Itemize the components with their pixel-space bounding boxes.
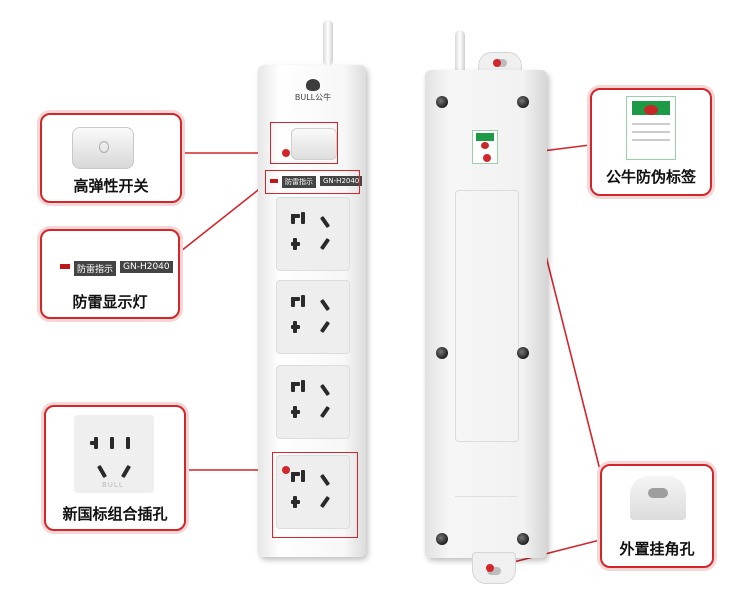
switch-highlight (270, 122, 338, 164)
lamp-model: GN-H2040 (120, 261, 173, 273)
socket-pin (319, 237, 331, 251)
power-symbol-icon (99, 141, 109, 153)
label-antifake: 公牛防伪标签 (605, 168, 696, 186)
hang-hook-closeup (630, 476, 686, 520)
antifake-bull-icon (644, 105, 658, 115)
socket-pin (291, 472, 295, 482)
callout-hang: 外置挂角孔 (600, 464, 714, 568)
antifake-closeup (626, 96, 676, 160)
socket-closeup: BULL (74, 415, 154, 493)
socket-pin (301, 295, 305, 307)
socket-pin (319, 298, 331, 312)
switch-dot (282, 149, 290, 157)
socket-pin (301, 470, 305, 482)
line-lamp (175, 182, 268, 256)
label-lamp: 防雷显示灯 (72, 293, 148, 311)
bull-icon (306, 79, 320, 91)
callout-lamp: 防雷指示 GN-H2040 防雷显示灯 (40, 229, 180, 319)
label-switch: 高弹性开关 (73, 177, 149, 195)
socket-highlight (272, 452, 358, 538)
screw-icon (517, 96, 529, 108)
socket-pin (291, 472, 300, 476)
hang-dot-bottom (486, 564, 494, 572)
outlet-socket[interactable] (276, 280, 350, 354)
socket-pin (301, 380, 305, 392)
sticker-bull-icon (481, 142, 489, 149)
screw-icon (436, 96, 448, 108)
hang-dot-top (493, 59, 501, 67)
socket-pin (291, 214, 295, 224)
socket-pin (319, 405, 331, 419)
callout-socket: BULL 新国标组合插孔 (44, 405, 186, 531)
socket-pin (291, 325, 300, 329)
socket-pin (319, 320, 331, 334)
socket-pin (291, 500, 300, 504)
socket-pin (301, 212, 305, 224)
socket-dot (282, 466, 290, 474)
model-tag: GN-H2040 (320, 176, 363, 186)
socket-pin (291, 410, 300, 414)
rating-plate (455, 496, 517, 537)
socket-pin (291, 297, 300, 301)
screw-icon (436, 347, 448, 359)
socket-pin (291, 297, 295, 307)
socket-pin (291, 382, 300, 386)
label-hang: 外置挂角孔 (619, 540, 695, 558)
brand-text: BULL公牛 (294, 93, 332, 102)
socket-pin (319, 383, 331, 397)
lamp-tag: 防雷指示 (74, 261, 117, 276)
brand-logo: BULL公牛 (288, 79, 338, 103)
socket-pin (319, 215, 331, 229)
embossed-panel (455, 190, 519, 442)
hang-hole-icon (648, 488, 668, 498)
socket-brand: BULL (102, 481, 124, 489)
socket-pin (291, 242, 300, 246)
socket-pin (291, 382, 295, 392)
socket-pin (291, 214, 300, 218)
callout-switch: 高弹性开关 (40, 113, 182, 203)
antifake-dot (483, 154, 491, 162)
hang-hole-bottom (487, 567, 501, 575)
switch-closeup (72, 127, 134, 169)
lamp-highlight (265, 170, 360, 194)
lamp-red-icon (60, 264, 70, 269)
screw-icon (436, 533, 448, 545)
outlet-socket[interactable] (276, 365, 350, 439)
back-cable (455, 30, 465, 74)
screw-icon (517, 533, 529, 545)
outlet-socket[interactable] (276, 197, 350, 271)
front-cable (323, 20, 333, 66)
indicator-tag: 防雷指示 (282, 176, 316, 188)
bottom-hang-hook (472, 552, 516, 584)
callout-antifake: 公牛防伪标签 (590, 88, 712, 196)
screw-icon (517, 347, 529, 359)
power-switch[interactable] (291, 128, 337, 160)
label-socket: 新国标组合插孔 (62, 505, 168, 523)
lamp-closeup: 防雷指示 GN-H2040 (56, 261, 173, 276)
back-power-strip (425, 70, 547, 558)
lightning-indicator-lamp (270, 179, 278, 183)
